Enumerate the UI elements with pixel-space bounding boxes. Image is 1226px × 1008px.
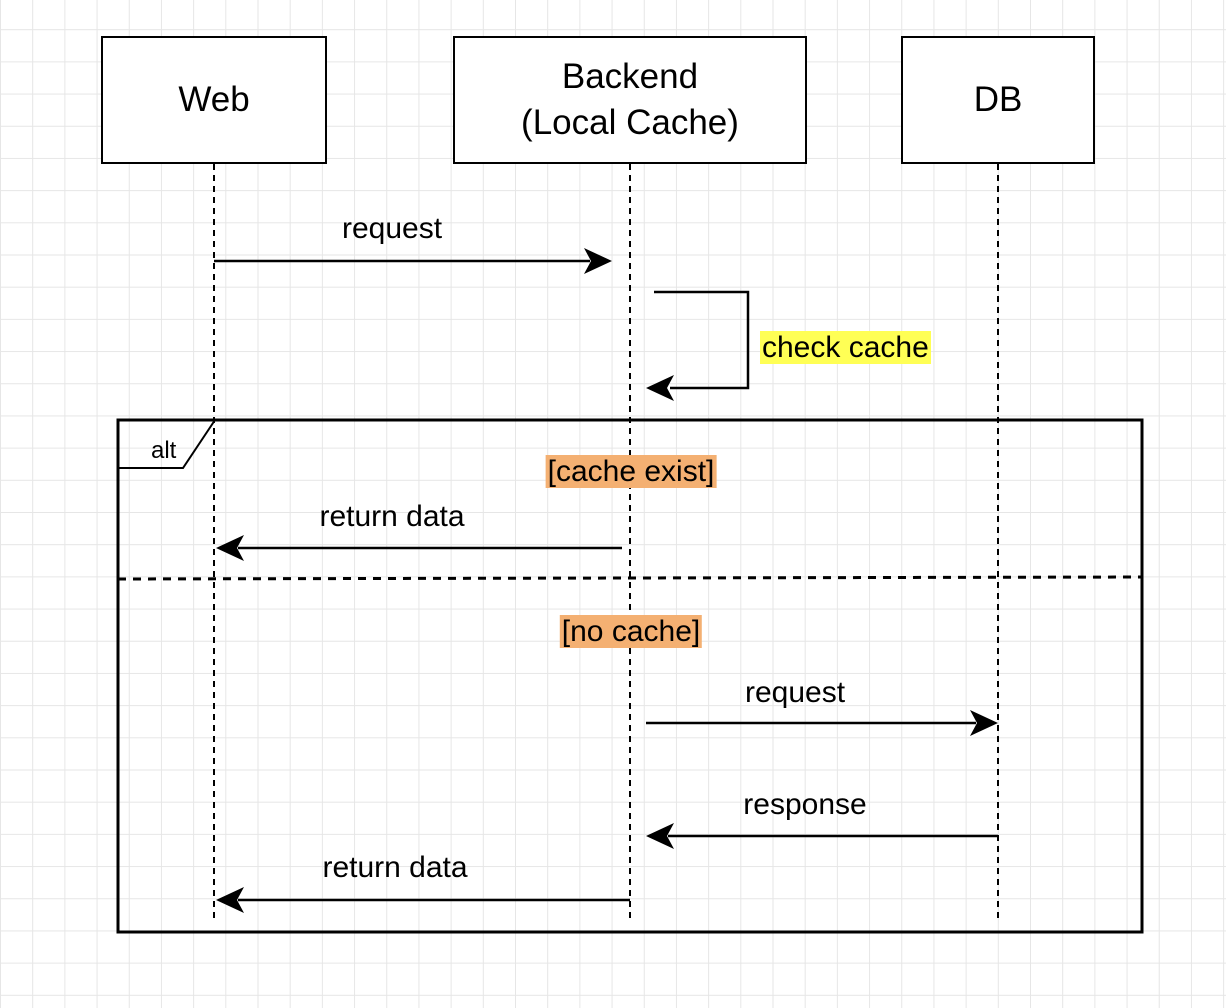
- alt-frame-tag: [118, 419, 216, 469]
- label-return-fetched: return data: [322, 851, 468, 884]
- participant-db[interactable]: DB: [901, 36, 1095, 164]
- arrowhead-web-to-backend: [584, 248, 612, 274]
- label-web-to-backend: request: [341, 212, 443, 245]
- arrowhead-self-check-cache: [646, 375, 674, 401]
- participant-backend[interactable]: Backend (Local Cache): [453, 36, 807, 164]
- arrowhead-db-response: [646, 823, 674, 849]
- label-self-check-cache: check cache: [760, 331, 931, 365]
- participant-web[interactable]: Web: [101, 36, 327, 164]
- label-backend-to-db: request: [744, 676, 846, 709]
- arrowhead-return-cached: [216, 535, 244, 561]
- alt-frame[interactable]: [116, 418, 1144, 934]
- guard-cache-exist: [cache exist]: [545, 455, 717, 489]
- arrowhead-return-fetched: [216, 887, 244, 913]
- guard-cache-exist-text: [cache exist]: [545, 455, 717, 488]
- alt-operator-label: alt: [151, 437, 177, 464]
- arrowhead-backend-to-db: [970, 710, 998, 736]
- arrow-self-check-cache[interactable]: [654, 290, 750, 390]
- guard-no-cache: [no cache]: [559, 615, 703, 649]
- alt-separator: [117, 575, 1143, 581]
- check-cache-note: check cache: [760, 331, 931, 364]
- guard-no-cache-text: [no cache]: [559, 615, 703, 648]
- label-db-response: response: [743, 788, 867, 821]
- label-return-cached: return data: [319, 500, 465, 533]
